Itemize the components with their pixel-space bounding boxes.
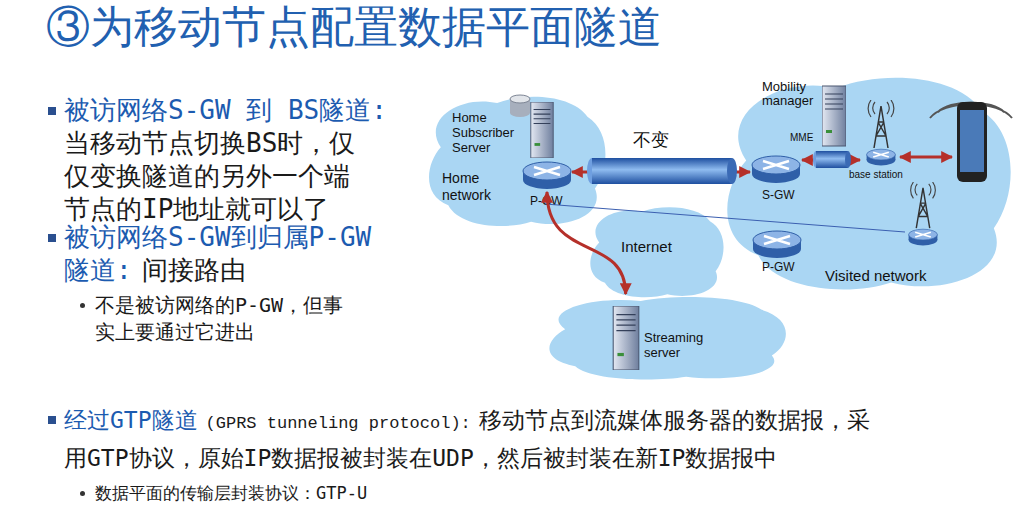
- node-label: base station: [849, 169, 903, 181]
- database-top: [510, 95, 530, 103]
- node-label: Visited network: [825, 267, 926, 285]
- node-label: P-GW: [762, 260, 795, 274]
- bullet-paragraph: 被访网络S-GW 到 BS隧道:当移动节点切换BS时，仅 仅变换隧道的另外一个端…: [64, 94, 409, 226]
- server-icon: [822, 86, 846, 146]
- sub-bullet-paragraph: 不是被访网络的P-GW，但事 实上要通过它进出: [95, 292, 400, 346]
- edge-label: 不变: [633, 129, 669, 151]
- cloud-outline: [549, 297, 785, 379]
- leader-line: [545, 204, 905, 232]
- node-label: Internet: [621, 238, 672, 256]
- cloud-outline: [727, 78, 1010, 290]
- tunnel-end: [727, 158, 737, 184]
- slide-title: ③为移动节点配置数据平面隧道: [46, 0, 662, 54]
- bullet-dot: [80, 491, 85, 496]
- phone-screen: [960, 110, 984, 172]
- server-icon: [531, 102, 553, 158]
- router-icon: [753, 231, 801, 258]
- bullet-square: [48, 234, 56, 242]
- bullet-text: 被访网络S-GW 到 BS隧道:: [64, 94, 409, 127]
- router-icon: [909, 229, 938, 245]
- bullet-paragraph: 经过GTP隧道(GPRS tunneling protocol):移动节点到流媒…: [64, 403, 1009, 475]
- node-label: Home network: [442, 170, 504, 204]
- bullet-text: 数据平面的传输层封装协议：GTP-U: [95, 483, 367, 503]
- antenna-icon: [911, 182, 936, 228]
- bullet-dot: [80, 303, 85, 308]
- network-cloud: Internet: [585, 204, 727, 300]
- router-icon: [867, 149, 896, 165]
- bullet-square: [48, 107, 56, 115]
- router-icon: [523, 162, 571, 189]
- bullet-text: 不是被访网络的P-GW，但事 实上要通过它进出: [95, 293, 343, 344]
- phone-body: [957, 102, 987, 182]
- radio-link: [900, 156, 952, 159]
- bullet-text: 间接路由: [142, 255, 246, 285]
- bullet-paragraph: 被访网络S-GW到归属P-GW 隧道:间接路由: [64, 221, 409, 287]
- gtp-tunnel: [816, 151, 848, 168]
- node-label: Mobility manager: [762, 80, 824, 108]
- cloud-outline: [590, 207, 723, 297]
- bullet-text: 当移动节点切换BS时，仅 仅变换隧道的另外一个端 节点的IP地址就可以了: [64, 128, 355, 224]
- bullet-text: (GPRS tunneling protocol):: [206, 414, 471, 433]
- bullet-square: [48, 416, 56, 424]
- node-label: Streaming server: [644, 330, 716, 360]
- data-link: [547, 192, 626, 294]
- tunnel-end: [845, 151, 851, 168]
- router-icon: [752, 156, 800, 183]
- network-cloud: Streaming server: [540, 294, 792, 382]
- bullet-text: 经过GTP隧道: [64, 407, 198, 433]
- server-icon: [613, 306, 639, 370]
- sub-bullet-paragraph: 数据平面的传输层封装协议：GTP-U: [95, 481, 995, 505]
- database-bottom: [510, 109, 530, 117]
- antenna-icon: [868, 100, 894, 148]
- node-label: MME: [790, 132, 813, 144]
- node-label: S-GW: [762, 188, 795, 202]
- gtp-tunnel: [592, 158, 732, 184]
